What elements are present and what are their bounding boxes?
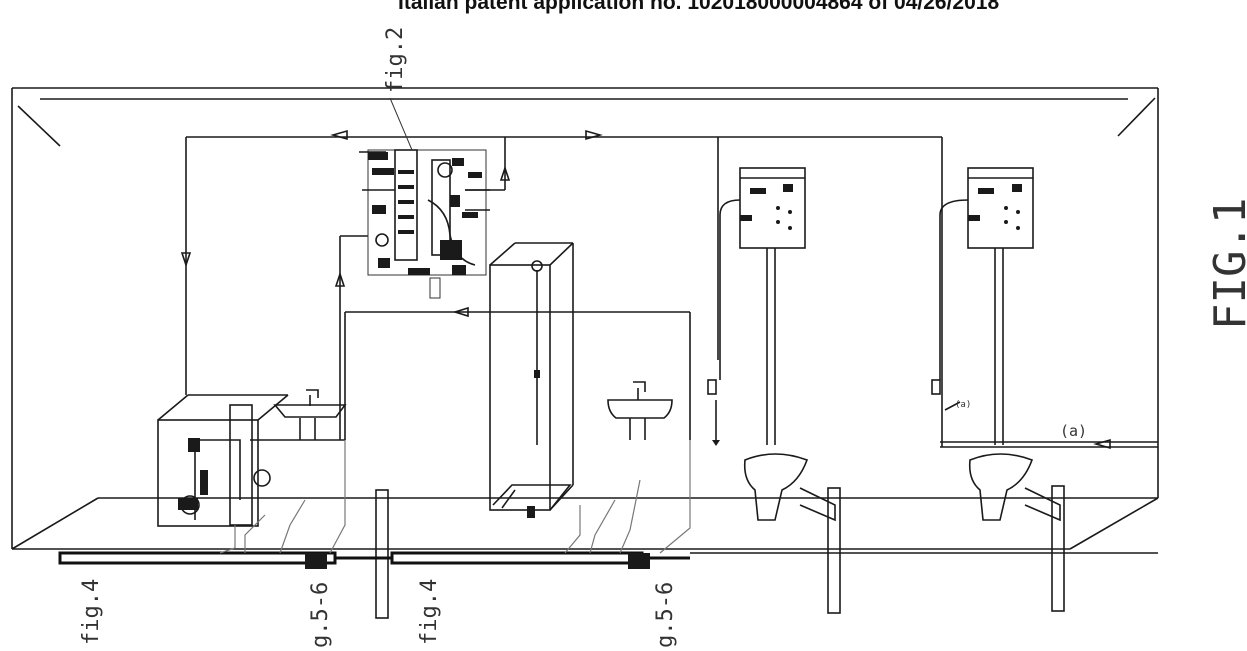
flow-arrow [1093, 438, 1111, 450]
left-tank-unit [157, 394, 289, 527]
drain-lines [58, 440, 1158, 569]
figure-title: FIG.1 [1205, 198, 1247, 330]
flow-arrow [330, 129, 348, 141]
fig4-callout-left: fig.4 [79, 579, 104, 645]
toilet-2 [931, 167, 1061, 522]
inlet-a-label: (a) [1060, 422, 1087, 440]
shower-enclosure [489, 242, 574, 518]
flow-arrow [452, 306, 469, 318]
toilet-1 [707, 167, 836, 522]
fig56-callout-left: g.5-6 [308, 582, 333, 648]
flow-arrow [585, 129, 603, 141]
inlet-small-label: (a) [955, 400, 971, 410]
flow-arrow [499, 165, 511, 181]
flow-arrow [180, 252, 192, 268]
fig4-callout-middle: fig.4 [417, 579, 442, 645]
flow-arrow [334, 271, 346, 287]
treatment-unit [359, 149, 490, 299]
middle-sink [607, 381, 673, 440]
fig56-callout-middle: g.5-6 [653, 582, 678, 648]
supply-loop-piping [180, 129, 1158, 450]
left-sink [250, 389, 347, 441]
room-outline [11, 87, 1159, 550]
structural-posts [375, 485, 1065, 619]
fig2-callout: fig.2 [383, 27, 408, 93]
fig2-leader [389, 97, 413, 151]
patent-application-header: Italian patent application no. 102018000… [398, 0, 1000, 14]
